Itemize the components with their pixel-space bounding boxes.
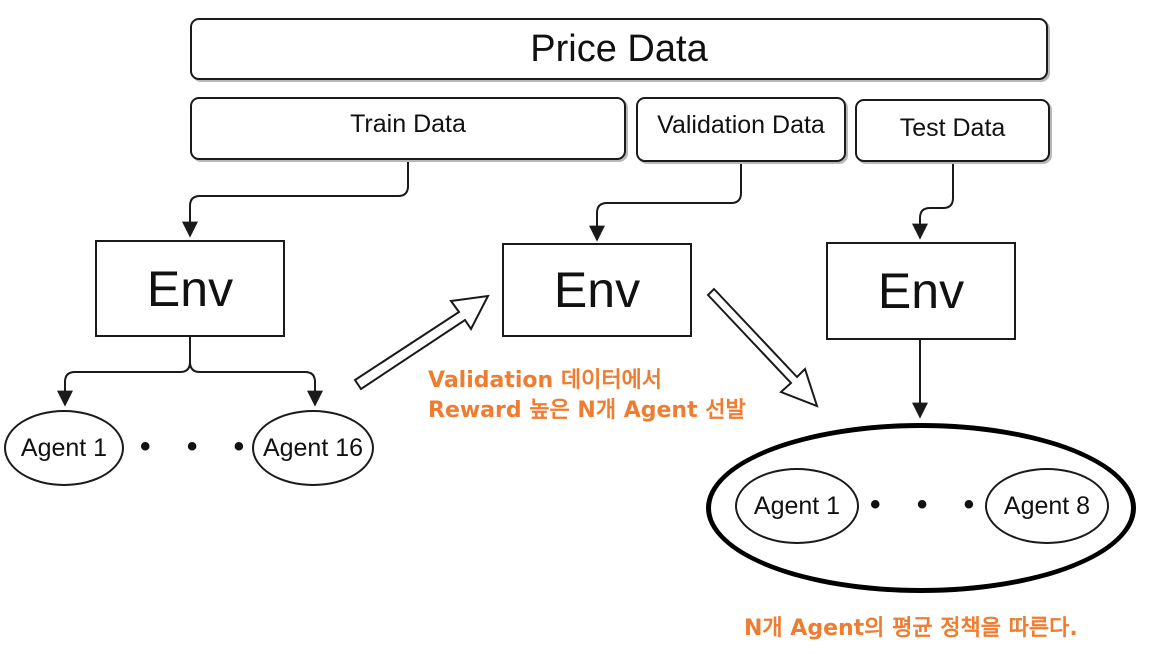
selected-agent-group: [706, 423, 1136, 593]
train-data-to-env-connector: [182, 160, 409, 238]
test-data-to-env-connector: [912, 162, 954, 240]
selected-agent-first-label: Agent 1: [753, 491, 841, 520]
validation-data-to-env-connector: [589, 162, 742, 242]
price-data-label: Price Data: [530, 27, 708, 70]
train-data-box: Train Data: [190, 97, 626, 160]
test-env-box: Env: [826, 242, 1016, 340]
selection-annotation: Validation 데이터에서 Reward 높은 N개 Agent 선발: [428, 366, 746, 426]
selection-hollow-arrow: [353, 294, 490, 391]
env-to-agent-first-connector: [57, 337, 191, 407]
test-data-label: Test Data: [899, 114, 1006, 142]
validation-data-label: Validation Data: [657, 111, 825, 139]
train-agent-first: Agent 1: [4, 410, 124, 486]
train-agents-ellipsis: • • •: [140, 430, 259, 463]
selection-annotation-line1: Validation 데이터에서: [428, 368, 663, 393]
train-agent-first-label: Agent 1: [20, 433, 108, 462]
train-env-box: Env: [95, 240, 285, 337]
selected-agent-last-label: Agent 8: [1003, 491, 1091, 520]
train-agent-last: Agent 16: [252, 410, 374, 486]
validation-env-box: Env: [502, 243, 692, 337]
train-env-label: Env: [146, 260, 234, 317]
policy-annotation: N개 Agent의 평균 정책을 따른다.: [744, 614, 1078, 644]
train-agent-last-label: Agent 16: [262, 433, 364, 462]
train-data-label: Train Data: [350, 110, 466, 138]
test-env-label: Env: [877, 263, 965, 319]
validation-data-box: Validation Data: [636, 97, 846, 162]
selected-agents-hollow-arrow: [706, 287, 819, 408]
price-data-box: Price Data: [190, 18, 1048, 80]
test-data-box: Test Data: [855, 99, 1050, 162]
selection-annotation-line2: Reward 높은 N개 Agent 선발: [428, 398, 746, 423]
policy-annotation-text: N개 Agent의 평균 정책을 따른다.: [744, 616, 1078, 641]
selected-agents-ellipsis: • • •: [870, 488, 989, 521]
validation-env-label: Env: [553, 262, 641, 318]
selected-agent-last: Agent 8: [985, 468, 1109, 544]
selected-agent-first: Agent 1: [735, 468, 859, 544]
env-to-agent-last-connector: [189, 337, 323, 407]
